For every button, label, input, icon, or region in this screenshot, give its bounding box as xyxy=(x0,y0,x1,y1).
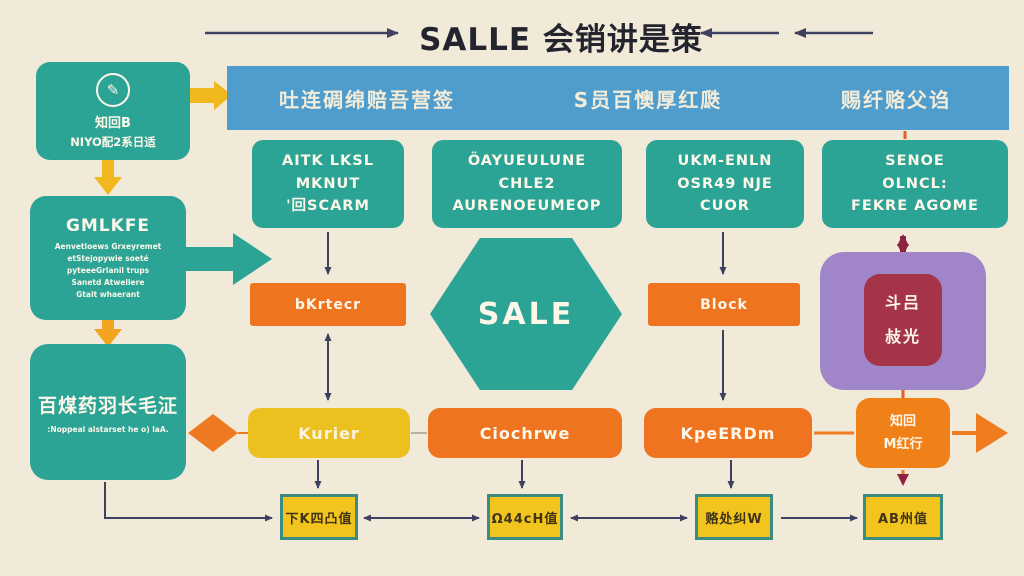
detail-to-note-arrow-body xyxy=(102,320,114,330)
info-line2: NIYO配2系日适 xyxy=(70,134,156,149)
info-box: ✎ 知回B NIYO配2系日适 xyxy=(36,62,190,160)
info-to-detail-arrow-body xyxy=(102,160,114,178)
note-box: 百煤药羽长毛泟 :Noppeal alstarset he o) laA. xyxy=(30,344,186,480)
banner-bar: 吐连碉绵赔吾营签 S员百懊厚红瓞 赐纤赂父诌 xyxy=(227,66,1009,130)
col2-action-box: Ciochrwe xyxy=(428,408,622,458)
info-to-detail-arrow-head xyxy=(94,177,122,195)
info-to-banner-arrow-body xyxy=(190,88,214,103)
note-caption: :Noppeal alstarset he o) laA. xyxy=(47,424,169,434)
info-to-banner-arrow-head xyxy=(214,81,232,110)
detail-heading: GMLKFE xyxy=(65,215,151,236)
col3-step-box: Block xyxy=(648,283,800,326)
info-line1: 知回B xyxy=(95,115,131,131)
exit-arrow-head xyxy=(976,413,1008,453)
banner-item-right: 赐纤赂父诌 xyxy=(841,87,951,112)
col3-action-box: KpeERDm xyxy=(644,408,812,458)
badge-box: 斗吕 敊光 xyxy=(864,274,942,366)
arrow-note-to-result1 xyxy=(104,482,273,522)
col3-result-box: 赂处纠W xyxy=(695,494,773,540)
col4-result-box: AB州值 xyxy=(863,494,943,540)
teal-arrow-body xyxy=(186,247,234,271)
col2-top-box: ÖAYUEULUNE CHLE2 AURENOEUMEOP xyxy=(432,140,622,228)
detail-box: GMLKFE Aenvetloews Grxeyremet etStejopyw… xyxy=(30,196,186,320)
orange-diamond xyxy=(188,414,238,452)
col2-result-box: Ω44cH值 xyxy=(487,494,563,540)
col1-result-box: 下K四凸值 xyxy=(280,494,358,540)
col3-top-box: UKM-ENLN OSR49 NJE CUOR xyxy=(646,140,804,228)
col1-action-box: Kurier xyxy=(248,408,410,458)
pencil-circle-icon: ✎ xyxy=(96,72,130,107)
page-title: SALLE 会销讲是策 xyxy=(419,22,703,58)
col4-action-box: 知回 M红行 xyxy=(856,398,950,468)
teal-arrow-head xyxy=(233,233,272,285)
detail-body: Aenvetloews Grxeyremet etStejopywie soet… xyxy=(54,241,162,299)
col1-step-box: bKrtecr xyxy=(250,283,406,326)
banner-item-center: S员百懊厚红瓞 xyxy=(573,87,723,112)
col1-top-box: AITK LKSL MKNUT '回SCARM xyxy=(252,140,404,228)
note-heading: 百煤药羽长毛泟 xyxy=(37,394,178,417)
detail-to-note-arrow-head xyxy=(94,329,122,347)
col4-top-box: SENOE OLNCL: FEKRE AGOME xyxy=(822,140,1008,228)
banner-item-left: 吐连碉绵赔吾营签 xyxy=(279,87,455,112)
